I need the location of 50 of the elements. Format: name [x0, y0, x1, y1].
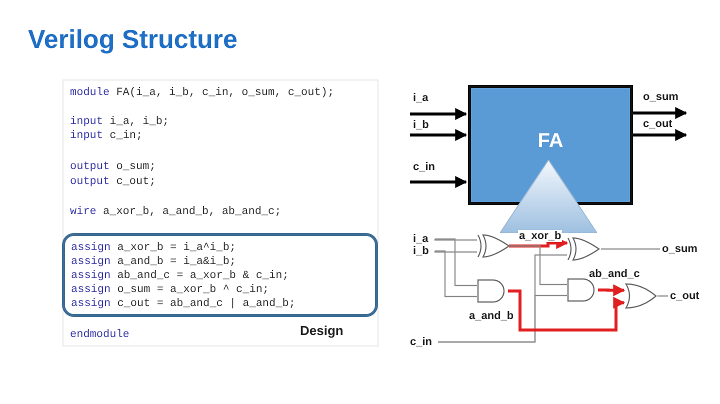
- code-line: output o_sum;: [70, 160, 156, 174]
- module-box: [468, 85, 633, 205]
- edge-label: c_in: [412, 161, 436, 173]
- wire: [509, 245, 567, 286]
- module-name: FA: [536, 130, 564, 153]
- edge-label: o_sum: [642, 91, 680, 103]
- arrow: [632, 107, 688, 119]
- code-line: assign o_sum = a_xor_b ^ c_in;: [71, 283, 270, 297]
- arrow: [632, 129, 688, 141]
- signal-label: i_a: [413, 232, 428, 246]
- signal-label: c_in: [410, 335, 432, 349]
- edge-label: i_b: [412, 119, 430, 131]
- or-gate: [624, 283, 658, 310]
- arrow: [508, 290, 626, 332]
- caption-text: Design: [300, 323, 344, 338]
- slide-title: Verilog Structure: [28, 24, 238, 55]
- wire: [657, 295, 668, 298]
- code-line: module FA(i_a, i_b, c_in, o_sum, c_out);: [70, 86, 334, 100]
- arrow: [509, 237, 568, 250]
- edge-label: c_out: [642, 118, 674, 130]
- signal-label: i_b: [413, 244, 429, 258]
- signal-label: o_sum: [662, 242, 698, 256]
- edge-label: a_xor_b: [518, 230, 562, 242]
- code-line: output c_out;: [70, 175, 156, 189]
- code-line: input i_a, i_b;: [70, 115, 170, 129]
- code-line: assign a_xor_b = i_a^i_b;: [71, 241, 238, 255]
- wire: [438, 294, 567, 343]
- signal-label: c_out: [670, 289, 700, 303]
- code-line: assign ab_and_c = a_xor_b & c_in;: [71, 269, 290, 283]
- wire: [435, 250, 477, 298]
- arrow: [408, 108, 468, 120]
- arrow: [408, 176, 468, 188]
- arrow: [408, 129, 468, 141]
- code-line: assign a_and_b = i_a&i_b;: [71, 255, 238, 269]
- code-line: input c_in;: [70, 129, 143, 143]
- wire: [434, 238, 477, 241]
- arrow: [598, 284, 626, 296]
- xor-gate: [477, 233, 509, 259]
- highlight-box: [62, 233, 378, 317]
- wire: [435, 238, 477, 286]
- xor-gate: [567, 236, 601, 262]
- edge-label: a_and_b: [468, 310, 515, 322]
- edge-label: ab_and_c: [588, 268, 641, 280]
- edge-label: i_a: [412, 92, 430, 104]
- magnify-triangle: [500, 160, 597, 233]
- wire: [434, 250, 477, 253]
- wire: [600, 248, 660, 250]
- code-line: assign c_out = ab_and_c | a_and_b;: [71, 297, 296, 311]
- code-line: endmodule: [70, 328, 130, 342]
- code-line: wire a_xor_b, a_and_b, ab_and_c;: [70, 205, 282, 219]
